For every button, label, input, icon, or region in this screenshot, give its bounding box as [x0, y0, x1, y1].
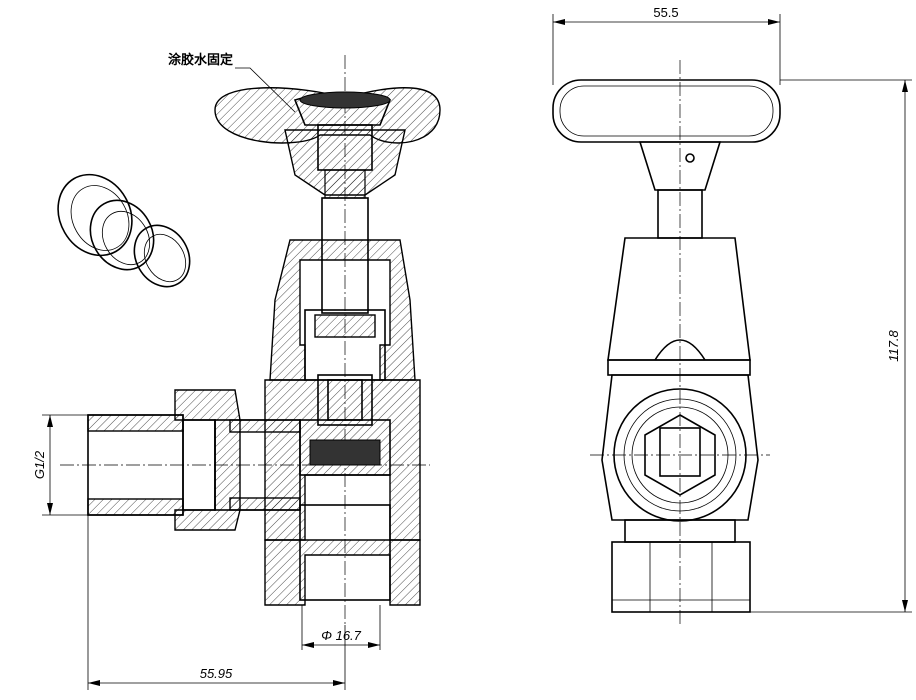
dimension-height-right: 117.8 [750, 79, 912, 613]
length-bottom-value: 55.95 [200, 666, 233, 681]
width-top-value: 55.5 [653, 5, 678, 20]
valve-section-view [60, 55, 441, 625]
dimension-bore-bottom: Φ 16.7 [301, 605, 381, 650]
valve-elevation-view [552, 60, 781, 625]
height-right-value: 117.8 [886, 329, 901, 361]
dimension-length-bottom: 55.95 [87, 515, 346, 690]
thread-left-value: G1/2 [32, 450, 47, 479]
dimension-width-top: 55.5 [552, 5, 781, 85]
spring-rings-illustration [57, 173, 191, 288]
annotation-label: 涂胶水固定 [168, 52, 233, 68]
bore-bottom-value: Φ 16.7 [321, 628, 362, 643]
annotation-leader [235, 67, 296, 113]
dimension-thread-left: G1/2 [32, 414, 90, 516]
